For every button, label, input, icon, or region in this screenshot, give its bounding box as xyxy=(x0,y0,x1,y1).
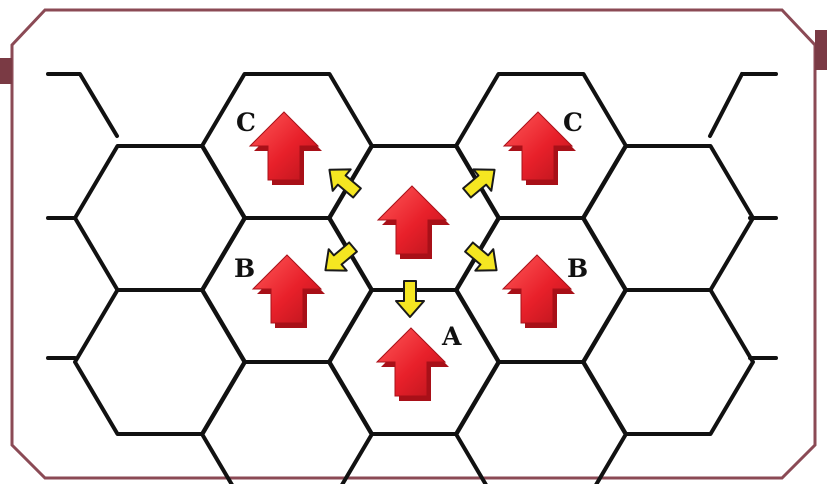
frame-tab-right xyxy=(815,30,827,70)
grid-edge-line-6 xyxy=(708,72,744,138)
unit-arrow-b-right xyxy=(501,254,575,328)
grid-edge-line-0 xyxy=(46,72,119,138)
hex-grid xyxy=(46,72,778,484)
hex-cell-10 xyxy=(581,144,755,292)
move-arrow-down-right xyxy=(464,241,498,272)
move-arrow-up-left xyxy=(328,168,362,199)
label-b-left: B xyxy=(234,254,255,283)
unit-arrow-c-right xyxy=(502,111,576,185)
hex-cell-0 xyxy=(73,144,247,292)
label-b-right: B xyxy=(567,254,588,283)
move-arrow-down xyxy=(395,280,425,318)
unit-arrow-c-left xyxy=(248,111,322,185)
frame-border xyxy=(10,8,817,480)
move-arrows xyxy=(324,168,498,318)
hex-cell-11 xyxy=(581,288,755,436)
label-c-left: C xyxy=(236,108,256,137)
hex-cell-1 xyxy=(73,288,247,436)
frame-tab-left xyxy=(0,58,12,84)
unit-arrow-center xyxy=(376,185,450,259)
label-c-right: C xyxy=(563,108,583,137)
unit-arrow-b-left xyxy=(251,254,325,328)
hex-cell-9 xyxy=(454,360,628,484)
unit-arrows xyxy=(248,111,576,401)
move-arrow-down-left xyxy=(324,241,358,272)
label-a: A xyxy=(441,322,462,351)
frame xyxy=(0,8,827,480)
move-arrow-up-right xyxy=(462,168,496,199)
unit-arrow-a xyxy=(375,327,449,401)
hex-cell-4 xyxy=(200,360,374,484)
